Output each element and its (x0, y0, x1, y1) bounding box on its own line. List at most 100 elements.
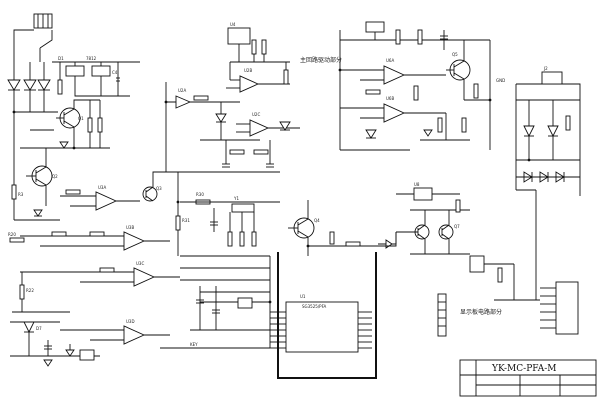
switch (237, 297, 253, 309)
svg-text:Y1: Y1 (233, 196, 239, 201)
resistor (97, 117, 103, 133)
regulator-7805 (65, 65, 85, 77)
driver-opamp-1 (383, 65, 406, 85)
resistor (251, 231, 257, 247)
svg-text:U2A: U2A (178, 88, 186, 93)
resistor (455, 199, 461, 213)
resistor (99, 267, 115, 273)
resistor (437, 117, 443, 133)
display-transistor (469, 255, 485, 273)
svg-text:U6B: U6B (386, 96, 394, 101)
svg-text:C4: C4 (112, 70, 118, 75)
resistor (345, 241, 361, 247)
optocoupler (413, 187, 433, 201)
resistor (175, 215, 181, 231)
svg-text:Q5: Q5 (452, 52, 458, 57)
resistor (283, 69, 289, 85)
resistor (57, 79, 63, 95)
resistor (229, 149, 245, 155)
svg-text:GND: GND (496, 78, 505, 83)
resistor (565, 115, 571, 131)
resistor (413, 85, 419, 101)
opamp-u3d (123, 325, 146, 345)
svg-text:U4: U4 (230, 22, 236, 27)
drive-section: 主回路驱动部分 (300, 21, 505, 151)
diode (23, 321, 35, 334)
svg-text:Q1: Q1 (78, 116, 84, 121)
main-ic-label: U1 (300, 294, 306, 299)
resistor (65, 189, 81, 195)
resistor (227, 231, 233, 247)
svg-text:Q3: Q3 (156, 186, 162, 191)
resistor (395, 29, 401, 45)
svg-text:D1: D1 (58, 56, 64, 61)
resistor (51, 231, 67, 237)
driver-opamp-2 (383, 103, 406, 123)
opamp-u3a (95, 191, 118, 211)
resistor (193, 95, 209, 101)
regulator-7812 (91, 65, 111, 77)
resistor (251, 39, 257, 55)
main-ic-part: SG3525/PFA (302, 304, 327, 309)
resistor (11, 184, 17, 200)
control-section: U2A U2B U2C U4 (165, 22, 300, 173)
svg-text:R30: R30 (196, 192, 204, 197)
svg-text:U3A: U3A (98, 185, 106, 190)
resistor (261, 39, 267, 55)
svg-text:R3: R3 (18, 192, 24, 197)
diode (523, 125, 535, 138)
opto-section: 显示板电路部分 U8 Q7 (378, 182, 579, 337)
main-ic-section: Q4 U1 SG3525/PFA (12, 68, 531, 379)
resistor (253, 149, 269, 155)
comparator-u2b (239, 75, 260, 93)
resistor (329, 231, 335, 245)
svg-text:Q7: Q7 (454, 224, 460, 229)
drive-section-label: 主回路驱动部分 (300, 56, 342, 64)
svg-text:R22: R22 (26, 288, 34, 293)
resistor (461, 117, 467, 133)
zener-diode (33, 209, 43, 217)
main-ic-u1 (285, 301, 359, 353)
right-diode-section: J2 (515, 66, 581, 300)
diode (279, 121, 291, 131)
ic-u4 (227, 27, 251, 45)
resistor (473, 83, 479, 99)
resistor (417, 29, 423, 45)
display-connector (555, 281, 579, 335)
svg-text:U3C: U3C (136, 261, 144, 266)
resistor (497, 267, 503, 283)
opamp-u3b (123, 231, 146, 251)
resistor (9, 237, 25, 243)
svg-text:R20: R20 (8, 232, 16, 237)
svg-text:Q2: Q2 (52, 174, 58, 179)
resistor (365, 89, 381, 95)
diode (215, 113, 227, 123)
display-section-label: 显示板电路部分 (460, 308, 502, 316)
svg-text:Q4: Q4 (314, 218, 320, 223)
svg-text:7812: 7812 (86, 56, 97, 61)
drawing-number: YK-MC-PFA-M (491, 364, 556, 374)
resistor (239, 231, 245, 247)
diode (365, 129, 377, 139)
led-display (437, 293, 447, 337)
svg-text:U6A: U6A (386, 58, 394, 63)
opamp-u3c (133, 267, 156, 287)
connector-j2 (541, 71, 563, 85)
comparator-u2c (249, 119, 270, 137)
main-ic-pins (270, 311, 372, 349)
crystal (231, 203, 255, 213)
svg-text:U2C: U2C (252, 112, 260, 117)
ic-u5 (365, 21, 385, 33)
transistor-q7 (438, 224, 454, 240)
transistor-q3 (142, 186, 158, 202)
opamp-section: U3A U3B U3C U3D Q3 (8, 171, 180, 367)
connector (79, 349, 95, 361)
diode (547, 125, 559, 138)
main-board-boundary (277, 252, 377, 379)
svg-text:U3B: U3B (126, 225, 134, 230)
power-supply-section: D1 7812 C4 Q1 Q2 R3 (7, 13, 140, 221)
svg-text:D7: D7 (36, 326, 42, 331)
svg-text:U3D: U3D (126, 319, 135, 324)
resistor (87, 117, 93, 133)
